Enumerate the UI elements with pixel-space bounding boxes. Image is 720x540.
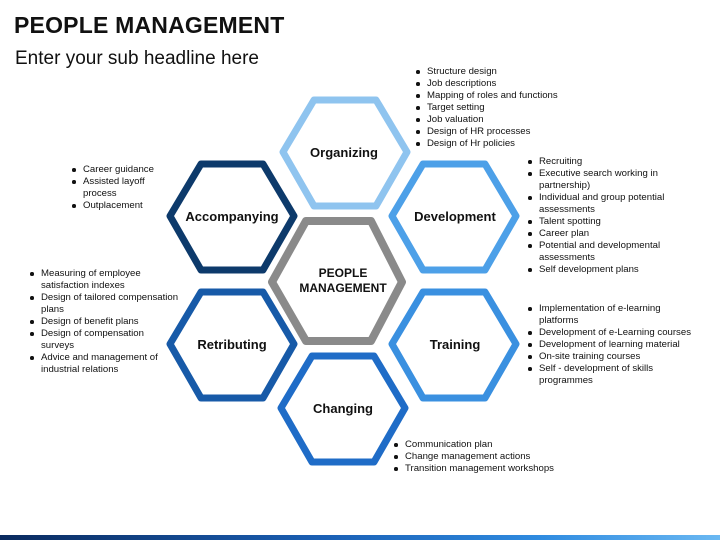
list-item: Outplacement bbox=[72, 200, 173, 212]
list-item: Recruiting bbox=[528, 156, 689, 168]
list-item: Transition management workshops bbox=[394, 463, 554, 474]
development-label: Development bbox=[414, 209, 496, 224]
accompanying-label: Accompanying bbox=[185, 209, 278, 224]
list-item: Job valuation bbox=[416, 114, 627, 126]
list-item: Advice and management of industrial rela… bbox=[30, 352, 179, 376]
page-title: PEOPLE MANAGEMENT bbox=[14, 12, 285, 38]
bottom-accent-bar bbox=[0, 535, 720, 540]
list-item: Self - development of skills programmes bbox=[528, 363, 699, 387]
accompanying-hexagon bbox=[166, 160, 298, 274]
training-hexagon bbox=[388, 288, 520, 402]
list-item: Career plan bbox=[528, 228, 689, 240]
list-item: Potential and developmental assessments bbox=[528, 240, 689, 264]
center-hexagon bbox=[268, 217, 406, 345]
retributing-hexagon bbox=[166, 288, 298, 402]
development-hexagon bbox=[388, 160, 520, 274]
list-item: Structure design bbox=[416, 66, 627, 78]
list-item: On-site training courses bbox=[528, 351, 699, 363]
list-item: Target setting bbox=[416, 102, 627, 114]
list-item: Design of HR processes bbox=[416, 126, 627, 138]
list-item: Communication plan bbox=[394, 439, 555, 451]
list-item: Individual and group potential assessmen… bbox=[528, 192, 689, 216]
list-item: Executive search working in partnership) bbox=[528, 168, 689, 192]
list-item: Mapping of roles and functions bbox=[416, 90, 627, 102]
center-label-line2: MANAGEMENT bbox=[299, 281, 387, 295]
list-item: Design of Hr policies bbox=[416, 138, 627, 150]
list-item: Self development plans bbox=[528, 264, 689, 276]
organizing-hexagon bbox=[279, 96, 411, 210]
list-item: Design of compensation surveys bbox=[30, 328, 179, 352]
list-item: Design of benefit plans bbox=[30, 316, 179, 328]
retributing-list: Measuring of employee satisfaction index… bbox=[28, 268, 179, 376]
list-item: Development of e-Learning courses bbox=[528, 327, 699, 339]
changing-label: Changing bbox=[313, 401, 373, 416]
list-item: Career guidance bbox=[72, 164, 173, 176]
list-item: Measuring of employee satisfaction index… bbox=[30, 268, 179, 292]
list-item: Implementation of e-learning platforms bbox=[528, 303, 699, 327]
list-item: Change management actions bbox=[394, 451, 555, 463]
list-item: Development of learning material bbox=[528, 339, 699, 351]
center-label-line1: PEOPLE bbox=[319, 266, 368, 280]
training-label: Training bbox=[430, 337, 481, 352]
list-item: Talent spotting bbox=[528, 216, 689, 228]
list-item: Job descriptions bbox=[416, 78, 627, 90]
retributing-label: Retributing bbox=[197, 337, 266, 352]
changing-hexagon bbox=[277, 352, 409, 466]
list-item: Assisted layoff process bbox=[72, 176, 173, 200]
page-subtitle: Enter your sub headline here bbox=[15, 48, 259, 69]
organizing-label: Organizing bbox=[310, 145, 378, 160]
list-item: Design of tailored compensation plans bbox=[30, 292, 179, 315]
